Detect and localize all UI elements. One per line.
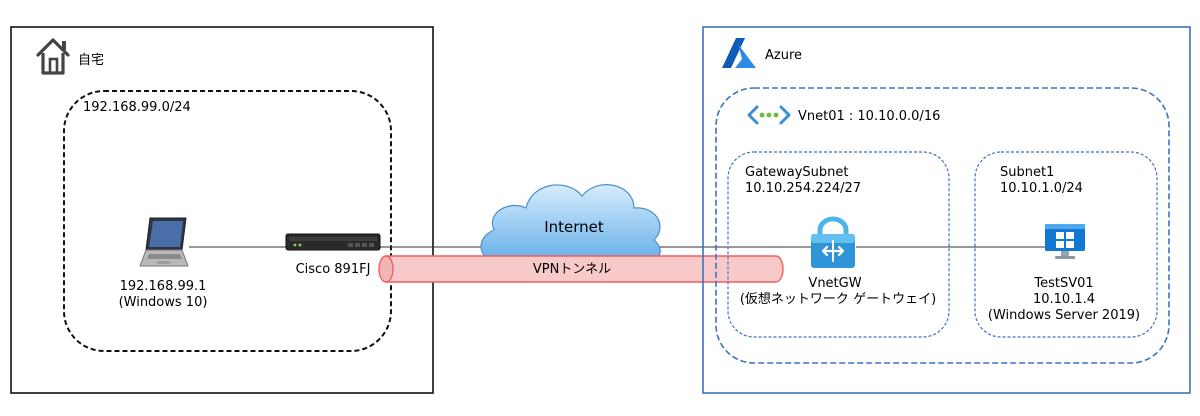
home-network-boundary	[63, 90, 392, 352]
laptop-icon	[139, 217, 189, 267]
server-name: TestSV01	[1033, 276, 1093, 291]
azure-boundary	[702, 26, 1191, 394]
house-icon	[36, 38, 70, 75]
router-name: Cisco 891FJ	[296, 262, 371, 277]
vpn-tunnel	[378, 255, 784, 283]
pc-os: (Windows 10)	[119, 295, 208, 310]
pc-ip: 192.168.99.1	[120, 279, 207, 294]
gateway-subnet-boundary	[727, 151, 950, 338]
cloud-icon	[480, 184, 661, 264]
server-ip: 10.10.1.4	[1033, 292, 1095, 307]
home-boundary	[10, 26, 434, 394]
gateway-desc: (仮想ネットワーク ゲートウェイ)	[740, 291, 936, 307]
vnet-label: Vnet01 : 10.10.0.0/16	[798, 109, 940, 124]
vnet-icon	[747, 105, 791, 125]
windows-server-icon	[1045, 224, 1085, 259]
subnet1-name: Subnet1	[1000, 165, 1054, 180]
gateway-name: VnetGW	[808, 276, 861, 291]
internet-label: Internet	[544, 218, 604, 236]
gateway-subnet-name: GatewaySubnet	[745, 165, 849, 180]
subnet1-boundary	[974, 151, 1158, 338]
router-icon	[285, 233, 381, 251]
vpn-gateway-icon	[811, 216, 855, 268]
gateway-subnet-cidr: 10.10.254.224/27	[745, 181, 861, 196]
server-os: (Windows Server 2019)	[988, 308, 1140, 323]
subnet1-cidr: 10.10.1.0/24	[1000, 181, 1083, 196]
home-label: 自宅	[78, 53, 104, 68]
vpn-tunnel-label: VPNトンネル	[533, 262, 611, 277]
home-network-label: 192.168.99.0/24	[83, 100, 191, 115]
azure-logo-icon	[722, 38, 756, 68]
azure-label: Azure	[765, 48, 802, 63]
vnet-boundary	[715, 87, 1170, 364]
